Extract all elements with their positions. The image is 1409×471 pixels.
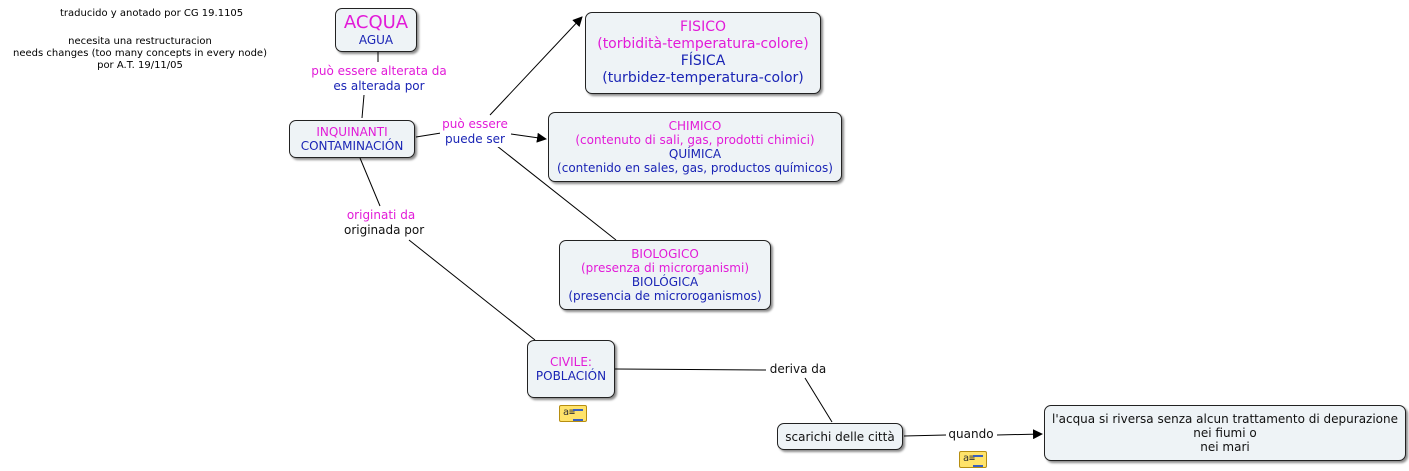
restructure-note-line2: needs changes (too many concepts in ever… (13, 48, 267, 59)
node-biologico[interactable]: BIOLOGICO (presenza di microrganismi) BI… (559, 240, 771, 310)
node-chimico-it-detail: (contenuto di sali, gas, prodotti chimic… (575, 133, 815, 147)
link-label-originati-it: originati da (346, 208, 416, 222)
link-label-deriva-text: deriva da (769, 362, 827, 376)
node-acqua[interactable]: ACQUA AGUA (335, 8, 417, 52)
node-chimico-it-title: CHIMICO (668, 119, 722, 133)
link-scarichi-quando (903, 434, 947, 437)
node-acqua-it: ACQUA (343, 12, 409, 33)
link-label-quando-text: quando (948, 427, 994, 441)
node-scarichi[interactable]: scarichi delle città (777, 423, 903, 450)
link-puo-biologico (496, 145, 617, 241)
node-civile-it: CIVILE: (550, 355, 592, 369)
restructure-note-line1: necesita una restructuracion (68, 36, 212, 47)
node-biologico-es-title: BIOLÓGICA (631, 275, 699, 289)
node-riversa-line3: nei mari (1200, 440, 1250, 454)
link-label-originati-es: originada por (344, 223, 425, 237)
node-chimico-es-detail: (contenido en sales, gas, productos quím… (557, 161, 833, 175)
restructure-note: necesita una restructuracion needs chang… (10, 36, 270, 72)
link-label-alterata-es: es alterada por (333, 79, 425, 93)
node-biologico-it-title: BIOLOGICO (631, 247, 699, 261)
node-riversa-line1: l'acqua si riversa senza alcun trattamen… (1051, 412, 1399, 426)
node-inquinanti-it: INQUINANTI (316, 125, 388, 139)
node-chimico-es-title: QUÍMICA (668, 147, 722, 161)
node-riversa[interactable]: l'acqua si riversa senza alcun trattamen… (1044, 405, 1406, 461)
link-puo-fisico (489, 16, 583, 116)
node-inquinanti[interactable]: INQUINANTI CONTAMINACIÓN (289, 120, 415, 158)
node-scarichi-text: scarichi delle città (785, 429, 895, 444)
node-fisico-es-title: FÍSICA (680, 53, 726, 69)
node-fisico[interactable]: FISICO (torbidità-temperatura-colore) FÍ… (585, 12, 821, 94)
translation-note: traducido y anotado por CG 19.1105 (60, 8, 244, 19)
node-civile[interactable]: CIVILE: POBLACIÓN (527, 340, 615, 398)
link-label-originati[interactable]: originati da originada por (344, 208, 425, 238)
link-inquinanti-originati (359, 157, 381, 207)
link-label-deriva[interactable]: deriva da (766, 362, 830, 377)
link-originati-civile (408, 239, 536, 341)
node-inquinanti-es: CONTAMINACIÓN (300, 139, 404, 153)
link-quando-riversa (996, 429, 1043, 440)
link-alterata-inquinanti (361, 94, 365, 119)
link-label-puo-essere-it: può essere (442, 117, 508, 131)
link-puo-chimico (510, 132, 547, 143)
link-inquinanti-puo (415, 132, 442, 138)
restructure-note-line3: por A.T. 19/11/05 (97, 60, 183, 71)
link-label-puo-essere[interactable]: può essere puede ser (440, 117, 510, 147)
link-label-alterata[interactable]: può essere alterata da es alterada por (306, 64, 452, 94)
node-chimico[interactable]: CHIMICO (contenuto di sali, gas, prodott… (548, 112, 842, 182)
scarichi-annotation-icon[interactable]: a≡ (959, 451, 987, 468)
link-deriva-scarichi (804, 377, 833, 423)
node-fisico-es-detail: (turbidez-temperatura-color) (602, 70, 804, 86)
node-civile-es: POBLACIÓN (535, 369, 607, 383)
node-acqua-es: AGUA (358, 33, 394, 47)
node-fisico-it-title: FISICO (680, 19, 726, 35)
link-label-quando[interactable]: quando (946, 427, 996, 442)
node-biologico-es-detail: (presencia de microroganismos) (568, 289, 762, 303)
link-label-puo-essere-es: puede ser (445, 132, 505, 146)
node-riversa-line2: nei fiumi o (1193, 426, 1257, 440)
node-fisico-it-detail: (torbidità-temperatura-colore) (597, 36, 809, 52)
link-civile-deriva (614, 368, 767, 371)
civile-annotation-icon[interactable]: a≡ (559, 405, 587, 422)
node-biologico-it-detail: (presenza di microrganismi) (580, 261, 750, 275)
link-label-alterata-it: può essere alterata da (311, 64, 447, 78)
